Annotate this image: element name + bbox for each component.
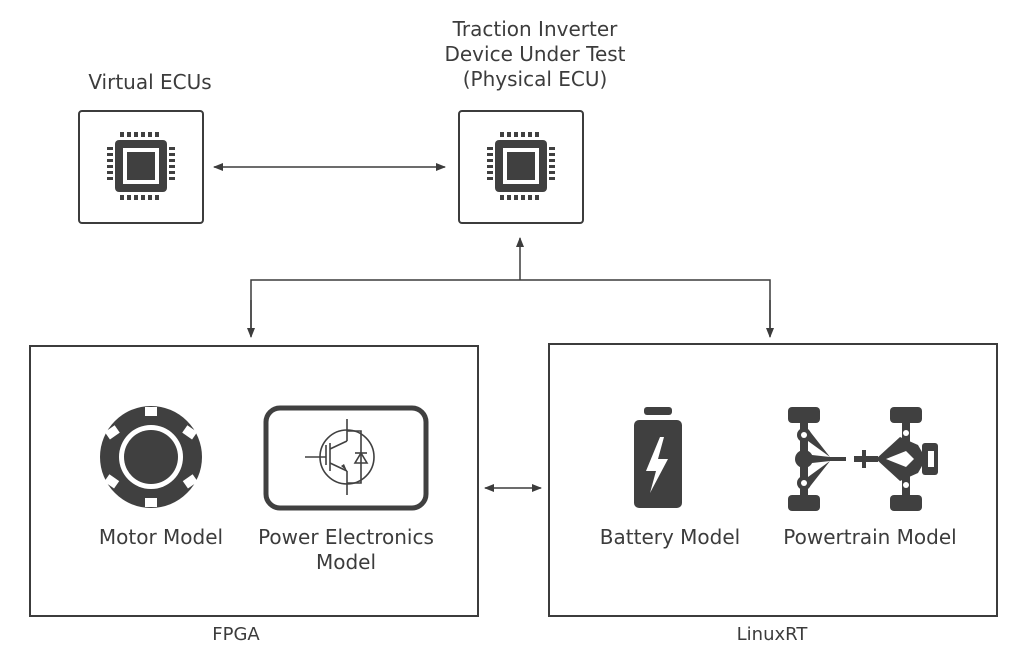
power-electronics-label: Power Electronics Model <box>251 525 441 575</box>
motor-icon <box>100 406 202 508</box>
dut-label: Traction Inverter Device Under Test (Phy… <box>420 17 650 92</box>
linuxrt-label: LinuxRT <box>736 624 808 645</box>
linuxrt-node[interactable]: Battery Model <box>548 343 998 617</box>
powertrain-icon <box>788 407 938 511</box>
dut-node[interactable] <box>458 110 584 224</box>
powertrain-model-label: Powertrain Model <box>783 525 957 549</box>
motor-model-label: Motor Model <box>98 525 224 549</box>
power-electronics-label-line-2: Model <box>315 550 377 574</box>
power-electronics-label-line-1: Power Electronics <box>258 525 434 549</box>
dut-label-line-3: (Physical ECU) <box>462 67 608 91</box>
battery-icon <box>634 407 682 508</box>
fpga-node[interactable]: Motor Model Power Electronics Model <box>29 345 479 617</box>
fpga-label: FPGA <box>212 624 260 645</box>
dut-label-line-1: Traction Inverter <box>452 17 618 41</box>
battery-model-label: Battery Model <box>599 525 741 549</box>
virtual-ecus-node[interactable] <box>78 110 204 224</box>
chip-icon <box>487 132 555 200</box>
igbt-icon <box>263 405 429 511</box>
virtual-ecus-label: Virtual ECUs <box>88 70 212 94</box>
chip-icon <box>107 132 175 200</box>
dut-label-line-2: Device Under Test <box>444 42 626 66</box>
bus-line <box>250 279 771 336</box>
